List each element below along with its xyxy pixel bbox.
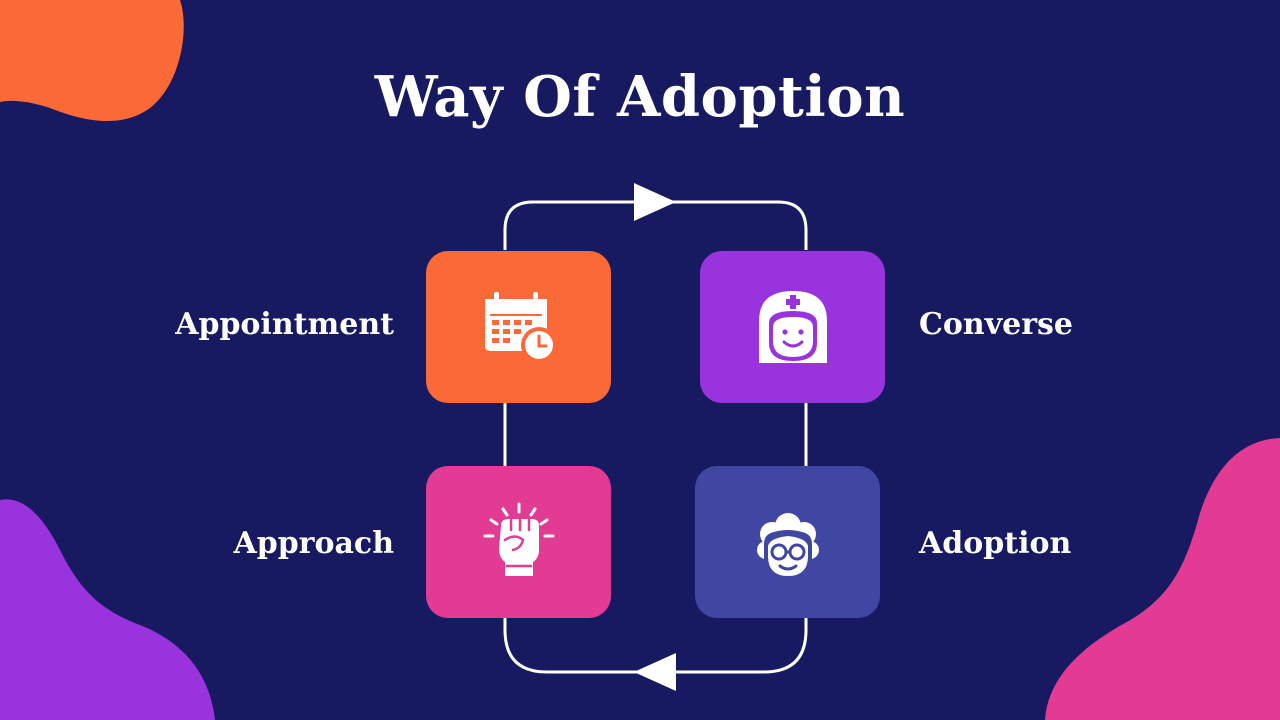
approach-label: Approach (233, 526, 394, 561)
orange-blob-top-left (0, 0, 184, 122)
grandmother-icon (756, 513, 819, 580)
arrow-right-top (634, 183, 676, 221)
appointment-box[interactable] (426, 251, 611, 403)
slide-title: Way Of Adoption (374, 64, 906, 130)
arrow-left-bottom (634, 653, 676, 691)
calendar-clock-icon (484, 292, 557, 363)
converse-box[interactable] (700, 251, 885, 403)
approach-box[interactable] (426, 466, 611, 618)
fist-icon (483, 502, 554, 576)
converse-label: Converse (919, 307, 1073, 342)
adoption-label: Adoption (919, 526, 1072, 561)
purple-blob-bottom-left (0, 499, 215, 720)
nurse-icon (758, 291, 827, 363)
adoption-box[interactable] (695, 466, 880, 618)
appointment-label: Appointment (175, 307, 394, 342)
pink-blob-bottom-right (1045, 438, 1280, 720)
